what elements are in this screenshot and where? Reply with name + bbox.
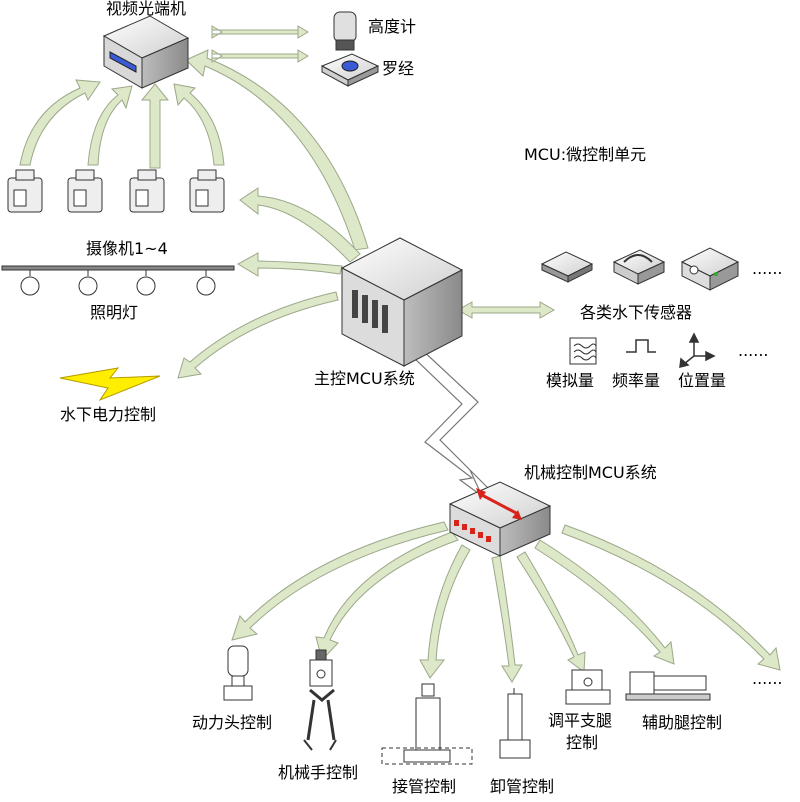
- frequency-icon: [626, 339, 656, 353]
- power-bolt-icon: [59, 367, 161, 402]
- sensor-3-icon: [680, 247, 740, 291]
- arrow-mech-manip: [315, 531, 459, 662]
- compass-icon: [320, 53, 380, 87]
- label-cameras: 摄像机1~4: [86, 239, 168, 258]
- video-optical-icon: [102, 15, 190, 89]
- label-altimeter: 高度计: [368, 17, 417, 36]
- arrow-main-sensors: [456, 301, 556, 319]
- altimeter-icon: [333, 11, 357, 51]
- label-compass: 罗经: [382, 59, 415, 78]
- aux-leg-icon: [625, 671, 711, 701]
- arrow-mech-level: [516, 551, 586, 673]
- arrow-mech-powerhead: [231, 521, 449, 641]
- label-manipulator: 机械手控制: [278, 763, 359, 782]
- label-mech-mcu: 机械控制MCU系统: [524, 463, 657, 482]
- pipe-connect-icon: [381, 683, 473, 765]
- label-position: 位置量: [678, 371, 727, 390]
- arrow-mech-connect: [419, 544, 471, 679]
- label-video-optical: 视频光端机: [106, 0, 187, 18]
- lightning-link: [411, 347, 489, 498]
- arrow-main-video: [185, 49, 369, 251]
- arrow-main-cams: [239, 187, 361, 263]
- label-pipe-unload: 卸管控制: [490, 777, 555, 796]
- sensor-1-icon: [540, 251, 594, 283]
- label-frequency: 频率量: [612, 371, 661, 390]
- label-mcu-note: MCU:微控制单元: [524, 145, 647, 164]
- lighting-icon: [1, 265, 235, 296]
- camera-1-icon: [7, 169, 43, 213]
- arrow-cam4: [173, 83, 225, 166]
- arrow-mech-unload: [491, 555, 523, 683]
- analog-icon: [569, 337, 597, 365]
- arrow-mech-more: [561, 524, 781, 671]
- mech-mcu-icon: [448, 481, 552, 557]
- label-level-leg-1: 调平支腿: [548, 711, 613, 730]
- sensor-2-icon: [612, 249, 666, 285]
- label-sensors: 各类水下传感器: [580, 303, 693, 322]
- arrow-main-lights: [236, 252, 343, 277]
- label-main-mcu: 主控MCU系统: [314, 369, 415, 388]
- camera-3-icon: [129, 169, 165, 213]
- arrow-cam1: [19, 79, 101, 166]
- arrow-cam2: [87, 85, 133, 166]
- pipe-unload-icon: [499, 688, 531, 759]
- label-ellipsis-mech: ......: [752, 669, 783, 688]
- label-ellipsis-sensors: ......: [752, 259, 783, 278]
- label-power-head: 动力头控制: [192, 713, 273, 732]
- arrow-video-alt: [211, 25, 309, 39]
- arrow-video-compass: [211, 49, 309, 63]
- label-level-leg-2: 控制: [566, 733, 599, 752]
- label-ellipsis-measure: ......: [738, 341, 769, 360]
- label-analog: 模拟量: [546, 371, 595, 390]
- position-icon: [679, 332, 716, 368]
- arrow-main-power: [177, 291, 339, 379]
- power-head-icon: [223, 645, 253, 701]
- camera-4-icon: [189, 169, 225, 213]
- label-pipe-connect: 接管控制: [392, 777, 457, 796]
- arrow-cam3: [140, 83, 170, 169]
- arrow-mech-aux: [534, 539, 675, 665]
- label-power: 水下电力控制: [60, 405, 157, 424]
- main-mcu-icon: [340, 237, 464, 367]
- label-aux-leg: 辅助腿控制: [642, 713, 723, 732]
- level-leg-icon: [565, 669, 611, 705]
- manipulator-icon: [303, 649, 337, 751]
- camera-2-icon: [67, 169, 103, 213]
- label-lighting: 照明灯: [90, 303, 139, 322]
